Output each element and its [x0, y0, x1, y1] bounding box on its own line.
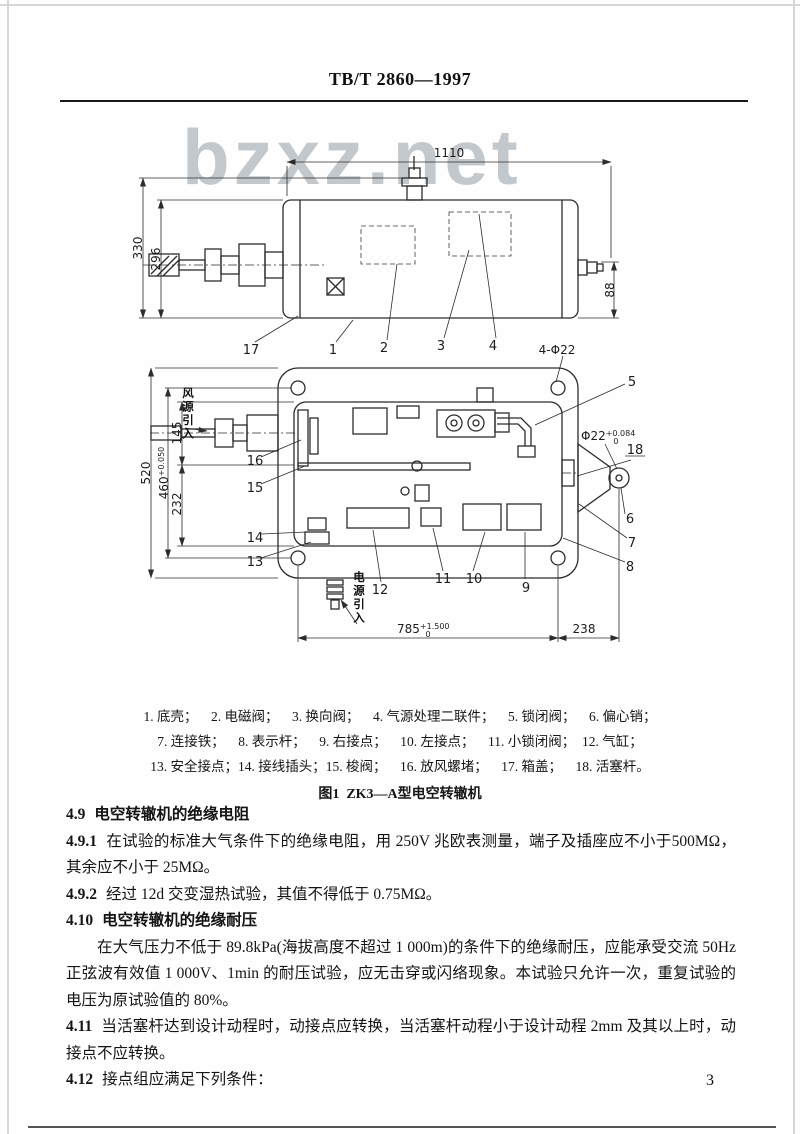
clause-text: 电空转辙机的绝缘耐压 [102, 912, 258, 929]
clause-text: 在大气压力不低于 89.8kPa(海拔高度不超过 1 000m)的条件下的绝缘耐… [66, 938, 736, 1009]
clause-4-9: 4.9 电空转辙机的绝缘电阻 [66, 802, 736, 829]
scan-edge-right [793, 0, 795, 1134]
part-label-2: 2 [380, 341, 388, 356]
clause-number: 4.10 [66, 912, 94, 929]
part-label-16: 16 [247, 454, 264, 469]
scan-edge-top [0, 4, 800, 6]
part-label-1: 1 [329, 343, 337, 358]
dim-145: 145 [170, 422, 184, 445]
part-label-14: 14 [247, 531, 264, 546]
part-label-7: 7 [628, 536, 636, 551]
clause-4-10-body: 在大气压力不低于 89.8kPa(海拔高度不超过 1 000m)的条件下的绝缘耐… [66, 935, 736, 1015]
clause-text: 在试验的标准大气条件下的绝缘电阻，用 250V 兆欧表测量，端子及插座应不小于5… [66, 832, 736, 877]
figure-legend: 1. 底壳； 2. 电磁阀； 3. 换向阀； 4. 气源处理二联件； 5. 锁闭… [0, 704, 800, 807]
hole-note-4xphi22: 4-Φ22 [539, 343, 576, 357]
clause-4-10: 4.10 电空转辙机的绝缘耐压 [66, 908, 736, 935]
clause-number: 4.12 [66, 1071, 94, 1088]
dim-88: 88 [603, 282, 617, 297]
header-rule [60, 100, 748, 102]
part-label-15: 15 [247, 481, 264, 496]
part-label-8: 8 [626, 560, 634, 575]
part-label-18: 18 [627, 443, 644, 458]
part-label-10: 10 [466, 572, 483, 587]
part-label-3: 3 [437, 339, 445, 354]
doc-number: TB/T 2860—1997 [328, 69, 472, 89]
figure-caption: 图1 ZK3—A型电空转辙机 [318, 787, 482, 802]
clause-number: 4.9.2 [66, 885, 97, 903]
part-label-12: 12 [372, 583, 389, 598]
legend-line-2: 7. 连接铁； 8. 表示杆； 9. 右接点； 10. 左接点； 11. 小锁闭… [157, 734, 643, 749]
watermark: bzxz.net [182, 113, 522, 201]
clause-number: 4.9.1 [66, 832, 97, 850]
clause-text: 经过 12d 交变湿热试验，其值不得低于 0.75MΩ。 [106, 885, 442, 903]
figure-1-drawing: 1110 330 296 88 17 1 2 3 4 4-Φ22 [131, 146, 645, 642]
part-label-9: 9 [522, 581, 530, 596]
legend-line-3: 13. 安全接点；14. 接线插头；15. 梭阀； 16. 放风螺堵； 17. … [150, 759, 650, 774]
dim-330: 330 [131, 237, 145, 260]
clause-text: 接点组应满足下列条件： [102, 1071, 273, 1088]
scan-edge-bottom [28, 1126, 776, 1128]
clause-text: 当活塞杆达到设计动程时，动接点应转换，当活塞杆动程小于设计动程 2mm 及其以上… [66, 1018, 736, 1062]
dim-232: 232 [170, 493, 184, 516]
legend-line-1: 1. 底壳； 2. 电磁阀； 3. 换向阀； 4. 气源处理二联件； 5. 锁闭… [143, 709, 657, 724]
dim-520: 520 [139, 462, 153, 485]
part-label-6: 6 [626, 512, 634, 527]
part-label-11: 11 [435, 572, 452, 587]
dim-238: 238 [573, 622, 596, 636]
clause-text: 电空转辙机的绝缘电阻 [94, 806, 250, 823]
page-number: 3 [706, 1072, 714, 1089]
part-label-5: 5 [628, 375, 636, 390]
clause-number: 4.11 [66, 1018, 93, 1035]
air-inlet-label: 风源引入 [181, 387, 193, 441]
figure-top-view: 1110 330 296 88 17 1 2 3 4 4-Φ22 [131, 146, 619, 383]
dim-296: 296 [149, 248, 163, 271]
clause-4-9-2: 4.9.2 经过 12d 交变湿热试验，其值不得低于 0.75MΩ。 [66, 882, 736, 909]
dim-460: 460+0.050 [157, 447, 171, 500]
scan-edge-left [7, 0, 9, 1134]
dim-1110: 1110 [434, 146, 465, 160]
part-label-4: 4 [489, 339, 497, 354]
power-inlet-label: 电源引入 [352, 571, 364, 625]
clause-4-12: 4.12 接点组应满足下列条件： [66, 1067, 736, 1094]
clause-number: 4.9 [66, 806, 86, 823]
part-label-17: 17 [243, 343, 260, 358]
part-label-13: 13 [247, 555, 264, 570]
